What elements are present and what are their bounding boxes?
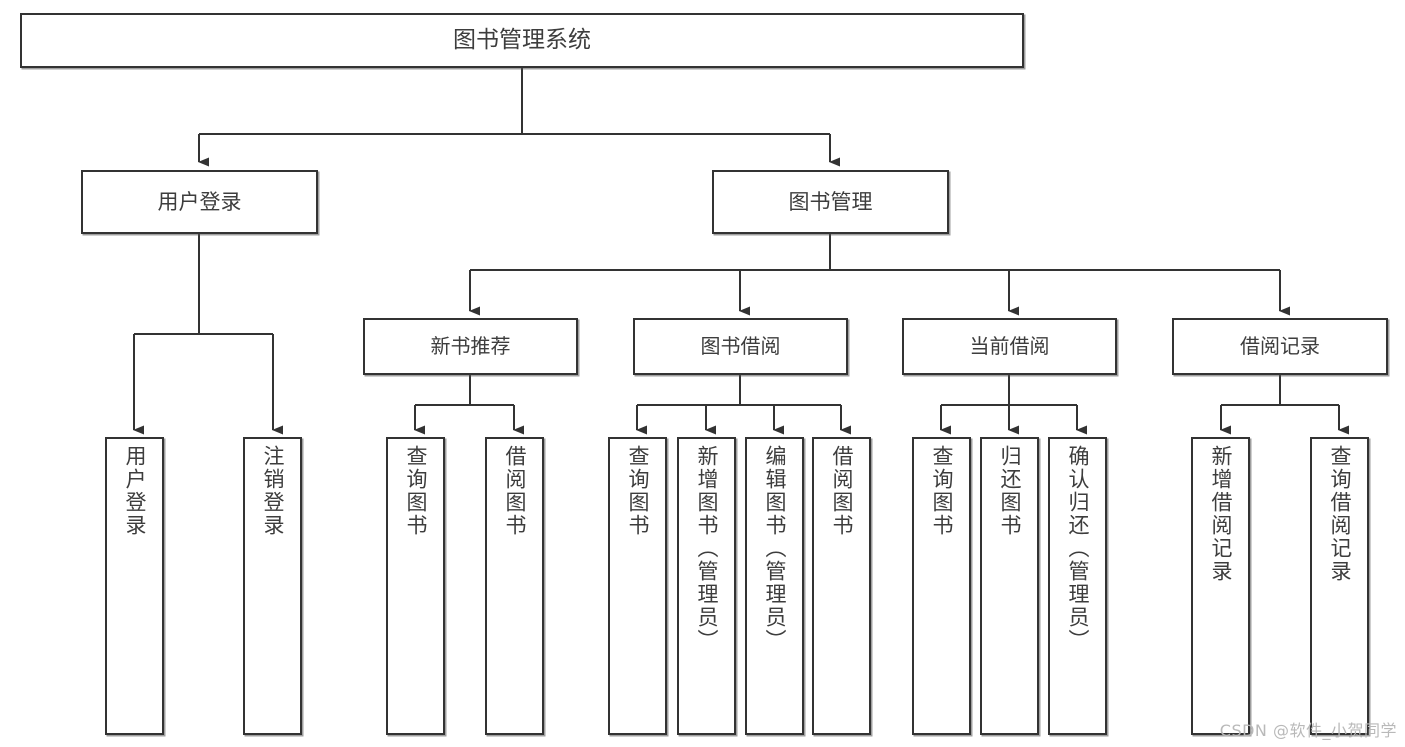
- node-user-login[interactable]: 用户登录: [81, 170, 318, 234]
- node-label: 用户登录: [123, 445, 147, 537]
- node-label: 查询图书: [404, 445, 428, 537]
- leaf-new-book-borrow-book[interactable]: 借阅图书: [485, 437, 544, 735]
- node-label: 查询图书: [626, 445, 650, 537]
- leaf-new-book-query-book[interactable]: 查询图书: [386, 437, 445, 735]
- node-label: 新书推荐: [430, 333, 511, 358]
- node-borrow-record[interactable]: 借阅记录: [1172, 318, 1388, 375]
- leaf-book-borrow-add-book-admin[interactable]: 新增图书（管理员）: [677, 437, 736, 735]
- node-book-management[interactable]: 图书管理: [712, 170, 949, 234]
- leaf-book-borrow-borrow-book[interactable]: 借阅图书: [812, 437, 871, 735]
- node-new-book-recommend[interactable]: 新书推荐: [363, 318, 578, 375]
- node-label: 图书管理系统: [453, 26, 591, 53]
- leaf-user-login-logout[interactable]: 注销登录: [243, 437, 302, 735]
- node-label: 借阅记录: [1240, 333, 1320, 358]
- node-label: 图书借阅: [700, 333, 781, 358]
- node-label: 查询图书: [930, 445, 954, 537]
- node-root-system[interactable]: 图书管理系统: [20, 13, 1024, 68]
- leaf-book-borrow-edit-book-admin[interactable]: 编辑图书（管理员）: [745, 437, 804, 735]
- node-label: 确认归还（管理员）: [1066, 445, 1090, 652]
- leaf-book-borrow-query-book[interactable]: 查询图书: [608, 437, 667, 735]
- watermark-text: CSDN @软件_小贺同学: [1219, 721, 1397, 740]
- leaf-current-borrow-confirm-return-admin[interactable]: 确认归还（管理员）: [1048, 437, 1107, 735]
- node-label: 用户登录: [157, 189, 242, 214]
- node-label: 图书管理: [788, 189, 873, 214]
- node-label: 借阅图书: [503, 445, 527, 537]
- node-label: 查询借阅记录: [1328, 445, 1352, 583]
- leaf-current-borrow-return-book[interactable]: 归还图书: [980, 437, 1039, 735]
- leaf-borrow-record-add-record[interactable]: 新增借阅记录: [1191, 437, 1250, 735]
- node-label: 借阅图书: [830, 445, 854, 537]
- node-label: 归还图书: [998, 445, 1022, 537]
- node-label: 新增借阅记录: [1209, 445, 1233, 583]
- node-label: 注销登录: [261, 445, 285, 537]
- node-label: 编辑图书（管理员）: [763, 445, 787, 652]
- node-book-borrow[interactable]: 图书借阅: [633, 318, 848, 375]
- leaf-borrow-record-query-record[interactable]: 查询借阅记录: [1310, 437, 1369, 735]
- leaf-current-borrow-query-book[interactable]: 查询图书: [912, 437, 971, 735]
- node-label: 新增图书（管理员）: [695, 445, 719, 652]
- node-current-borrow[interactable]: 当前借阅: [902, 318, 1117, 375]
- node-label: 当前借阅: [969, 333, 1050, 358]
- leaf-user-login-login[interactable]: 用户登录: [105, 437, 164, 735]
